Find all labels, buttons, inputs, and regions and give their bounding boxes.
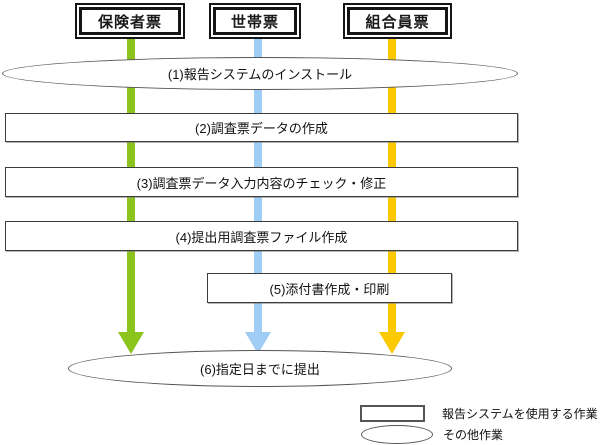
step-5-attachment-print-box: (5)添付書作成・印刷 bbox=[207, 273, 452, 303]
legend-row-other-work: その他作業 bbox=[360, 425, 503, 444]
source-box-insurer-form: 保険者票 bbox=[75, 3, 185, 39]
source-box-member-form: 組合員票 bbox=[343, 3, 452, 39]
source-box-member-label: 組合員票 bbox=[347, 7, 448, 35]
step-4-create-file-box: (4)提出用調査票ファイル作成 bbox=[5, 221, 518, 251]
step-6-submit-ellipse: (6)指定日までに提出 bbox=[68, 350, 452, 387]
source-box-household-form: 世帯票 bbox=[209, 3, 301, 39]
legend-row-system-work: 報告システムを使用する作業 bbox=[360, 405, 598, 422]
legend-system-work-label: 報告システムを使用する作業 bbox=[442, 407, 598, 421]
step-1-install-ellipse: (1)報告システムのインストール bbox=[2, 57, 518, 90]
step-2-create-data-box: (2)調査票データの作成 bbox=[5, 113, 518, 142]
source-box-insurer-label: 保険者票 bbox=[79, 7, 181, 35]
legend-rectangle-swatch bbox=[360, 405, 425, 422]
source-box-household-label: 世帯票 bbox=[213, 7, 297, 35]
step-3-check-fix-box: (3)調査票データ入力内容のチェック・修正 bbox=[5, 167, 518, 197]
legend-ellipse-swatch bbox=[361, 425, 433, 444]
legend-other-work-label: その他作業 bbox=[443, 428, 504, 442]
